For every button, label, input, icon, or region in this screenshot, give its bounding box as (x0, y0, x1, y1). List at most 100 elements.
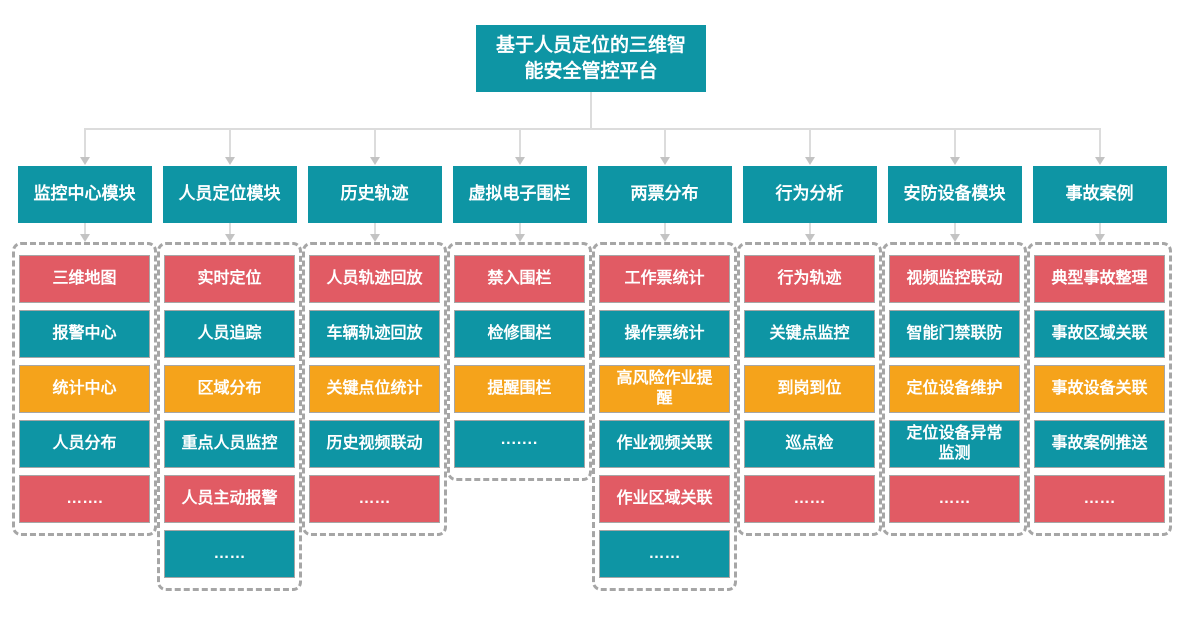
connector-arrow (157, 223, 302, 242)
module-item: 典型事故整理 (1034, 255, 1165, 303)
root-node: 基于人员定位的三维智能安全管控平台 (476, 25, 706, 93)
connector-line (228, 128, 231, 157)
module-header: 人员定位模块 (162, 166, 297, 223)
arrowhead-icon (79, 234, 90, 242)
module-item: 视频监控联动 (889, 255, 1020, 303)
arrowhead-icon (949, 234, 960, 242)
connector-line (808, 128, 811, 157)
module-header: 两票分布 (597, 166, 732, 223)
module-item: 定位设备异常监测 (889, 420, 1020, 468)
module-header: 行为分析 (742, 166, 877, 223)
connector-line (953, 223, 956, 235)
module-item: …… (889, 475, 1020, 523)
module-column: 监控中心模块 三维地图报警中心统计中心人员分布……. (12, 166, 157, 591)
module-column: 历史轨迹 人员轨迹回放车辆轨迹回放关键点位统计历史视频联动 …… (302, 166, 447, 591)
module-item: 人员主动报警 (164, 475, 295, 523)
arrowhead-icon (514, 157, 525, 165)
module-column: 虚拟电子围栏 禁入围栏检修围栏提醒围栏 ······· (447, 166, 592, 591)
module-item: 报警中心 (19, 310, 150, 358)
module-item: 事故案例推送 (1034, 420, 1165, 468)
module-items-container: 行为轨迹关键点监控到岗到位巡点检 …… (737, 242, 882, 536)
module-items-container: 人员轨迹回放车辆轨迹回放关键点位统计历史视频联动 …… (302, 242, 447, 536)
module-item: 历史视频联动 (309, 420, 440, 468)
arrowhead-icon (804, 234, 815, 242)
module-item: 巡点检 (744, 420, 875, 468)
connector-line (663, 223, 666, 235)
module-column: 人员定位模块 实时定位人员追踪区域分布重点人员监控人员主动报警 …… (157, 166, 302, 591)
arrowhead-icon (659, 157, 670, 165)
connector-line (83, 223, 86, 235)
arrowhead-icon (79, 157, 90, 165)
arrowhead-icon (369, 157, 380, 165)
module-item: 关键点监控 (744, 310, 875, 358)
connector-arrow (882, 223, 1027, 242)
connector-line (1098, 128, 1101, 157)
module-column: 事故案例 典型事故整理事故区域关联事故设备关联事故案例推送…… (1027, 166, 1172, 591)
arrowhead-icon (1094, 234, 1105, 242)
module-item: 智能门禁联防 (889, 310, 1020, 358)
connector-line (228, 223, 231, 235)
arrowhead-icon (949, 157, 960, 165)
module-item: 定位设备维护 (889, 365, 1020, 413)
module-columns: 监控中心模块 三维地图报警中心统计中心人员分布……. 人员定位模块 实时定位人员… (12, 166, 1172, 591)
connector-arrow (12, 223, 157, 242)
connector-line (808, 223, 811, 235)
module-item: ······· (454, 420, 585, 468)
module-item: 人员轨迹回放 (309, 255, 440, 303)
arrowhead-icon (659, 234, 670, 242)
connector-line (590, 92, 592, 130)
connector-line (953, 128, 956, 157)
module-item: 作业区域关联 (599, 475, 730, 523)
module-item: 高风险作业提醒 (599, 365, 730, 413)
module-header: 历史轨迹 (307, 166, 442, 223)
module-item: 事故区域关联 (1034, 310, 1165, 358)
module-item: …… (599, 530, 730, 578)
module-item: 提醒围栏 (454, 365, 585, 413)
arrowhead-icon (224, 157, 235, 165)
connector-arrow (1027, 223, 1172, 242)
module-item: ……. (19, 475, 150, 523)
module-item: 事故设备关联 (1034, 365, 1165, 413)
arrowhead-icon (514, 234, 525, 242)
module-item: 工作票统计 (599, 255, 730, 303)
module-item: 禁入围栏 (454, 255, 585, 303)
module-item: …… (744, 475, 875, 523)
module-item: …… (309, 475, 440, 523)
module-item: 区域分布 (164, 365, 295, 413)
connector-line (1098, 223, 1101, 235)
module-items-container: 三维地图报警中心统计中心人员分布……. (12, 242, 157, 536)
connector-line (373, 128, 376, 157)
module-item: …… (1034, 475, 1165, 523)
connector-arrow (302, 223, 447, 242)
connector-arrow (447, 223, 592, 242)
module-item: 检修围栏 (454, 310, 585, 358)
module-item: 实时定位 (164, 255, 295, 303)
module-item: 重点人员监控 (164, 420, 295, 468)
module-items-container: 工作票统计操作票统计高风险作业提醒作业视频关联作业区域关联 …… (592, 242, 737, 591)
module-item: 行为轨迹 (744, 255, 875, 303)
module-item: 操作票统计 (599, 310, 730, 358)
module-header: 虚拟电子围栏 (452, 166, 587, 223)
module-items-container: 典型事故整理事故区域关联事故设备关联事故案例推送 …… (1027, 242, 1172, 536)
module-items-container: 禁入围栏检修围栏提醒围栏 ······· (447, 242, 592, 481)
arrowhead-icon (224, 234, 235, 242)
module-item: 作业视频关联 (599, 420, 730, 468)
connector-line (518, 223, 521, 235)
connector-arrow (592, 223, 737, 242)
module-item: …… (164, 530, 295, 578)
module-column: 行为分析 行为轨迹关键点监控到岗到位巡点检 …… (737, 166, 882, 591)
connector-line (663, 128, 666, 157)
arrowhead-icon (1094, 157, 1105, 165)
module-item: 人员追踪 (164, 310, 295, 358)
module-item: 关键点位统计 (309, 365, 440, 413)
module-column: 两票分布 工作票统计操作票统计高风险作业提醒作业视频关联作业区域关联 …… (592, 166, 737, 591)
module-item: 到岗到位 (744, 365, 875, 413)
module-item: 车辆轨迹回放 (309, 310, 440, 358)
module-header: 监控中心模块 (17, 166, 152, 223)
module-items-container: 实时定位人员追踪区域分布重点人员监控人员主动报警 …… (157, 242, 302, 591)
connector-line (84, 128, 1100, 130)
module-item: 人员分布 (19, 420, 150, 468)
connector-arrow (737, 223, 882, 242)
connector-line (518, 128, 521, 157)
